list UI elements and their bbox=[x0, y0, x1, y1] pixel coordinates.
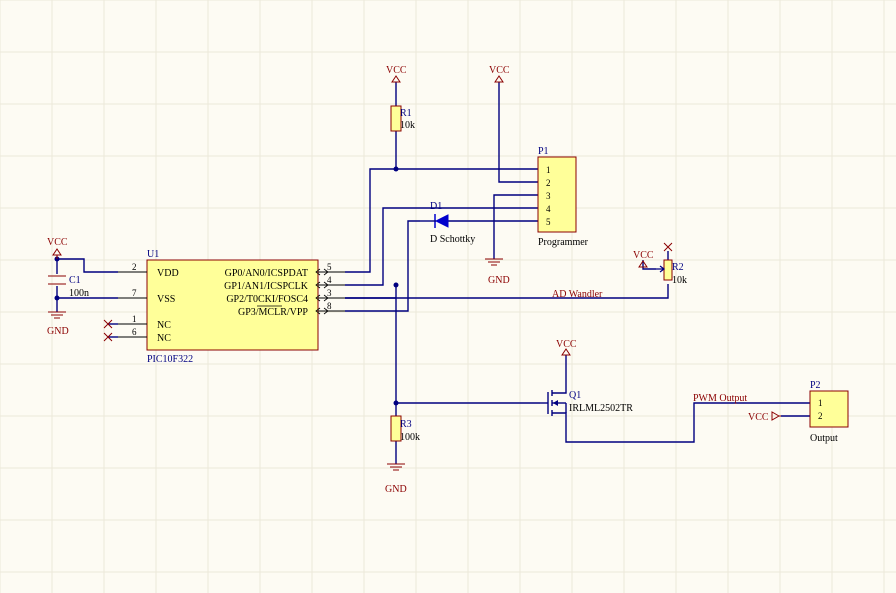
u1-designator: U1 bbox=[147, 249, 159, 260]
connector-p1[interactable]: P1 1 2 3 4 5 Programmer bbox=[537, 146, 589, 248]
wire-vdd bbox=[57, 258, 118, 273]
junction-gp2 bbox=[393, 282, 399, 288]
p1-body bbox=[537, 156, 577, 233]
u1-pin-gp0: GP0/AN0/ICSPDAT bbox=[225, 268, 308, 279]
u1-body bbox=[146, 259, 319, 351]
r3-designator: R3 bbox=[400, 419, 412, 430]
u1-pin2-num: 2 bbox=[132, 262, 137, 272]
p2-pin2: 2 bbox=[818, 411, 823, 421]
wire-pwm bbox=[565, 402, 810, 443]
u1-pin7-num: 7 bbox=[132, 288, 137, 298]
no-connect-marks bbox=[103, 242, 673, 342]
wire-diode-gp3 bbox=[345, 220, 420, 312]
vcc-label-c1: VCC bbox=[47, 237, 68, 248]
vcc-label-r1: VCC bbox=[386, 65, 407, 76]
gnd-port-p1: GND bbox=[485, 258, 510, 286]
vcc-label-q1: VCC bbox=[556, 339, 577, 350]
u1-pin-gp3: GP3/MCLR/VPP bbox=[238, 307, 308, 318]
r1-designator: R1 bbox=[400, 108, 412, 119]
p1-pin2: 2 bbox=[546, 178, 551, 188]
junction-r1 bbox=[393, 166, 399, 172]
wire-gnd-p1 bbox=[493, 194, 538, 259]
p1-pin3: 3 bbox=[546, 191, 551, 201]
gnd-port-r3: GND bbox=[385, 463, 407, 495]
u1-pin-vdd: VDD bbox=[157, 268, 179, 279]
p1-pin5: 5 bbox=[546, 217, 551, 227]
q1-designator: Q1 bbox=[569, 390, 581, 401]
p2-designator: P2 bbox=[810, 380, 821, 391]
r2-value: 10k bbox=[672, 275, 687, 286]
u1-microcontroller[interactable]: U1 PIC10F322 2 7 1 6 VDD VSS NC NC 5 4 3… bbox=[118, 249, 345, 365]
r1-value: 10k bbox=[400, 120, 415, 131]
p2-pin1: 1 bbox=[818, 398, 823, 408]
wire-vcc-p1 bbox=[498, 82, 538, 183]
vcc-port-p1: VCC bbox=[489, 65, 510, 83]
u1-pin-gp2: GP2/T0CKI/FOSC4 bbox=[226, 294, 308, 305]
u1-pin8-num: 8 bbox=[327, 301, 332, 311]
wire-gp0 bbox=[345, 168, 538, 273]
junctions bbox=[54, 166, 399, 406]
vcc-label-r2: VCC bbox=[633, 250, 654, 261]
r2-designator: R2 bbox=[672, 262, 684, 273]
u1-pin5-num: 5 bbox=[327, 262, 332, 272]
wire-r2-vcc bbox=[642, 260, 656, 270]
vcc-port-r1: VCC bbox=[386, 65, 407, 83]
u1-pin-nc6: NC bbox=[157, 333, 171, 344]
potentiometer-r2[interactable]: R2 10k bbox=[656, 251, 687, 286]
c1-designator: C1 bbox=[69, 275, 81, 286]
p2-name: Output bbox=[810, 433, 838, 444]
u1-pin-vss: VSS bbox=[157, 294, 175, 305]
gnd-port-c1: GND bbox=[47, 311, 69, 337]
gnd-label-p1: GND bbox=[488, 275, 510, 286]
resistor-r1[interactable]: R1 10k bbox=[390, 105, 415, 132]
gnd-label-r3: GND bbox=[385, 484, 407, 495]
vcc-port-q1: VCC bbox=[556, 339, 577, 356]
q1-part: IRLML2502TR bbox=[569, 403, 633, 414]
gnd-label-c1: GND bbox=[47, 326, 69, 337]
wire-gp1 bbox=[345, 207, 538, 286]
vcc-label-p1: VCC bbox=[489, 65, 510, 76]
u1-pin4-num: 4 bbox=[327, 275, 332, 285]
u1-pin1-num: 1 bbox=[132, 314, 137, 324]
r3-value: 100k bbox=[400, 432, 420, 443]
u1-part: PIC10F322 bbox=[147, 354, 193, 365]
vcc-port-c1: VCC bbox=[47, 237, 68, 259]
capacitor-c1[interactable]: C1 100n bbox=[48, 275, 89, 299]
p1-designator: P1 bbox=[538, 146, 549, 157]
net-label-ad-wandler: AD Wandler bbox=[552, 289, 603, 300]
u1-pin3-num: 3 bbox=[327, 288, 332, 298]
mosfet-q1[interactable]: Q1 IRLML2502TR bbox=[540, 390, 633, 416]
p1-pin1: 1 bbox=[546, 165, 551, 175]
p1-name: Programmer bbox=[538, 237, 589, 248]
p1-pin4: 4 bbox=[546, 204, 551, 214]
u1-pin-gp1: GP1/AN1/ICSPCLK bbox=[224, 281, 309, 292]
d1-designator: D1 bbox=[430, 201, 442, 212]
net-label-pwm-output: PWM Output bbox=[693, 393, 747, 404]
c1-value: 100n bbox=[69, 288, 89, 299]
junction-c1-vss bbox=[54, 295, 60, 301]
connector-p2[interactable]: P2 1 2 Output bbox=[809, 380, 849, 444]
d1-value: D Schottky bbox=[430, 234, 475, 245]
vcc-port-p2: VCC bbox=[748, 411, 781, 423]
resistor-r3[interactable]: R3 100k bbox=[390, 415, 420, 443]
p2-body bbox=[809, 390, 849, 428]
diode-d1[interactable]: D1 D Schottky bbox=[420, 201, 475, 245]
vcc-label-p2: VCC bbox=[748, 412, 769, 423]
u1-pin-nc1: NC bbox=[157, 320, 171, 331]
wire-ad-wandler bbox=[345, 284, 669, 299]
junction-gate bbox=[393, 400, 399, 406]
power-ports: VCC VCC VCC VCC VCC VCC bbox=[47, 65, 781, 495]
vcc-port-r2: VCC bbox=[633, 250, 654, 268]
u1-pin6-num: 6 bbox=[132, 327, 137, 337]
